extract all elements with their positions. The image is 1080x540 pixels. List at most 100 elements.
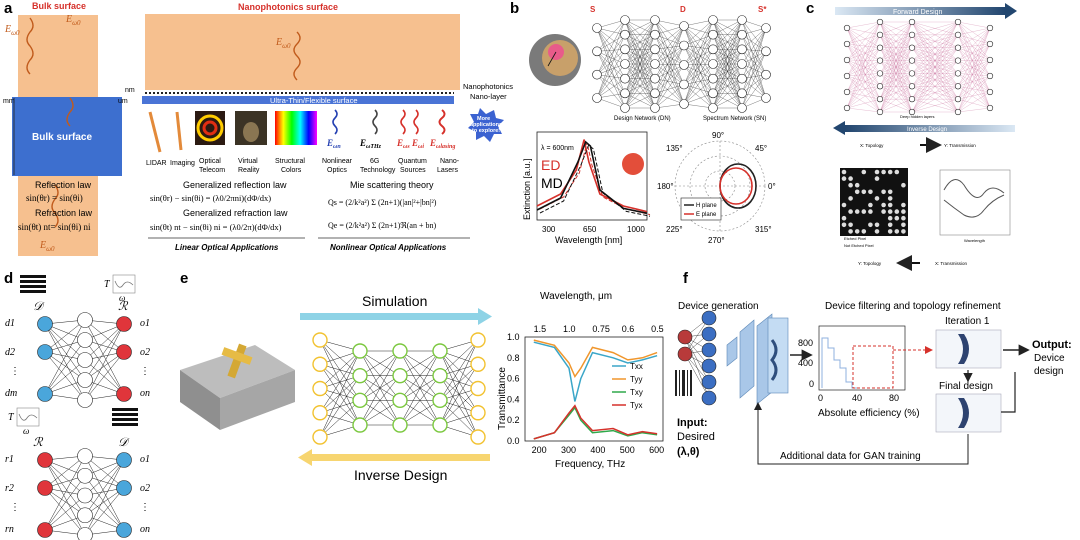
r-symbol-bottom: ℛ bbox=[33, 435, 44, 449]
svg-text:Eωs: Eωs bbox=[396, 138, 410, 150]
nn-edge bbox=[741, 19, 767, 75]
nn-edge bbox=[654, 34, 685, 66]
nn-edge bbox=[44, 339, 86, 395]
nn-edge bbox=[44, 351, 86, 401]
nn-edge bbox=[84, 455, 125, 531]
nn-node bbox=[620, 44, 630, 55]
wave-nano bbox=[293, 31, 301, 81]
nn-node bbox=[986, 88, 994, 96]
nn-edge bbox=[846, 75, 881, 100]
nn-edge bbox=[683, 34, 714, 85]
trans-ytick: 0.4 bbox=[507, 394, 520, 404]
nn-edge bbox=[319, 375, 361, 438]
nn-edge bbox=[846, 86, 881, 109]
transmission-curve-2 bbox=[943, 194, 1005, 218]
nn-edge bbox=[683, 49, 714, 85]
nn-edge bbox=[359, 375, 401, 426]
e-label-1: Eω0 bbox=[4, 24, 20, 37]
svg-text:Technology: Technology bbox=[360, 167, 396, 174]
nn-edge bbox=[84, 351, 125, 381]
nn-edge bbox=[957, 73, 991, 77]
nn-node bbox=[954, 83, 962, 90]
nn-node bbox=[708, 44, 718, 55]
nn-node bbox=[650, 103, 660, 113]
nn-node bbox=[77, 487, 93, 504]
nn-node bbox=[432, 392, 448, 409]
nn-edge bbox=[654, 63, 685, 85]
nn-edge bbox=[44, 459, 86, 536]
iteration-label: Iteration 1 bbox=[945, 316, 990, 327]
panel-b: b S D S* Design Network (DN) Spectrum Ne… bbox=[510, 0, 776, 245]
nn-edge bbox=[957, 43, 991, 61]
d-symbol-bottom: 𝒟 bbox=[118, 435, 130, 449]
nn-edge bbox=[683, 19, 714, 105]
nn-edge bbox=[683, 19, 714, 66]
nn-node bbox=[908, 44, 916, 51]
nn-edge bbox=[654, 64, 685, 79]
topo-pixel bbox=[854, 182, 860, 188]
polar-angle-45: 45° bbox=[755, 144, 767, 153]
nn-edge bbox=[846, 59, 881, 61]
nn-edge bbox=[741, 27, 767, 65]
sn-label: Spectrum Network (SN) bbox=[703, 116, 766, 122]
nn-edge bbox=[44, 323, 86, 381]
trans-xtick: 300 bbox=[561, 445, 576, 455]
nn-edge bbox=[683, 25, 714, 35]
hist-frame bbox=[818, 325, 906, 391]
panel-letter-a: a bbox=[4, 0, 13, 17]
nn-edge bbox=[957, 59, 991, 100]
nn-edge bbox=[957, 43, 991, 48]
nn-edge bbox=[957, 34, 991, 77]
hist-xtick-0: 0 bbox=[818, 393, 823, 403]
deep-network bbox=[843, 18, 994, 116]
nn-edge bbox=[84, 459, 125, 516]
nn-edge bbox=[683, 19, 714, 27]
nn-edge bbox=[911, 21, 959, 48]
nn-edge bbox=[359, 350, 401, 401]
nn-node bbox=[701, 326, 717, 342]
nn-edge bbox=[712, 78, 743, 109]
trans-line-txy bbox=[533, 406, 658, 440]
nn-edge bbox=[44, 455, 86, 489]
polar-angle-135: 135° bbox=[666, 144, 683, 153]
trans-xtick: 600 bbox=[649, 445, 664, 455]
topo-pixel bbox=[887, 222, 893, 228]
final-topology bbox=[958, 398, 969, 428]
hist-ytick-0: 0 bbox=[809, 379, 814, 389]
nn-node bbox=[116, 344, 132, 360]
app-telecom: Optical Telecom bbox=[195, 111, 225, 174]
gen-reflection-law: Generalized reflection law bbox=[183, 180, 287, 190]
svg-text:Nano-: Nano- bbox=[440, 158, 460, 165]
nn-edge bbox=[712, 34, 743, 109]
svg-text:Telecom: Telecom bbox=[199, 167, 225, 174]
inverse-label-e: Inverse Design bbox=[354, 467, 447, 483]
topo-pixel bbox=[868, 209, 873, 214]
nn-edge bbox=[846, 59, 881, 100]
trans-top-label: Wavelength, μm bbox=[540, 291, 612, 302]
nn-edge bbox=[741, 27, 767, 79]
nn-node bbox=[737, 44, 747, 55]
nn-edge bbox=[957, 21, 991, 61]
nn-edge bbox=[957, 47, 991, 61]
svg-text:T: T bbox=[8, 412, 15, 423]
nn-node bbox=[908, 96, 916, 103]
nn-edge bbox=[624, 63, 656, 109]
nn-edge bbox=[957, 43, 991, 113]
nn-edge bbox=[44, 455, 86, 531]
nn-node bbox=[592, 23, 602, 33]
nn-edge bbox=[846, 47, 881, 61]
topo-pixel bbox=[854, 209, 860, 214]
nn-node bbox=[470, 429, 486, 445]
hist-xtick-40: 40 bbox=[852, 393, 862, 403]
topo-pixel bbox=[854, 229, 860, 234]
mie-eq2: Qe = (2/k²a²) Σ (2n+1)ℜ(an + bn) bbox=[328, 221, 436, 230]
nn-edge bbox=[654, 25, 685, 79]
nn-edge bbox=[319, 350, 361, 389]
forward-arrow bbox=[835, 7, 1005, 15]
nn-edge bbox=[683, 63, 714, 66]
c-y-transmission: Y: Transmission bbox=[944, 143, 976, 148]
reflection-eq: sin(θr) = sin(θi) bbox=[26, 193, 83, 203]
app-nonlinear: Eωn Nonlinear Optics bbox=[322, 109, 353, 174]
